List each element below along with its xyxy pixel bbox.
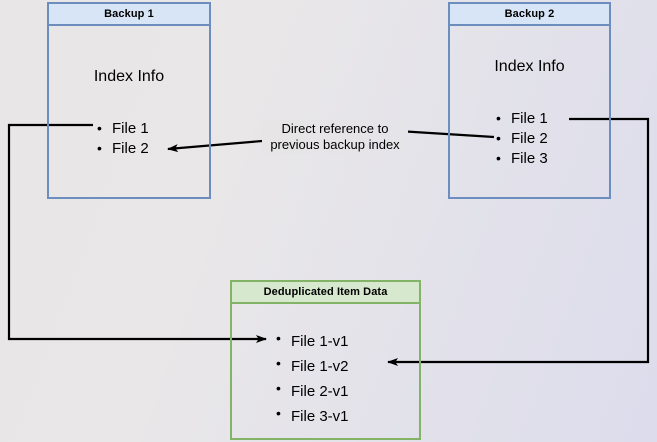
list-item: File 3: [494, 148, 548, 169]
edge-label-line-2: previous backup index: [270, 137, 400, 152]
backup2-box: Backup 2 Index Info File 1 File 2 File 3: [448, 2, 611, 199]
list-item: File 2: [95, 138, 149, 159]
backup1-box: Backup 1 Index Info File 1 File 2: [47, 2, 211, 199]
list-item: File 2: [494, 128, 548, 149]
list-item: File 1: [494, 108, 548, 129]
list-item: File 1-v1: [274, 328, 349, 354]
list-item: File 3-v1: [274, 403, 349, 429]
list-item: File 2-v1: [274, 378, 349, 404]
list-item: File 1-v2: [274, 353, 349, 379]
backup1-header: Backup 1: [49, 4, 209, 26]
backup2-index-info-label: Index Info: [494, 58, 565, 75]
backup2-file-list: File 1 File 2 File 3: [494, 108, 548, 169]
dedup-box: Deduplicated Item Data File 1-v1 File 1-…: [230, 280, 421, 440]
edge-label-direct-reference: Direct reference to previous backup inde…: [262, 120, 408, 154]
backup1-file-list: File 1 File 2: [95, 118, 149, 159]
backup1-body: Index Info File 1 File 2: [49, 26, 209, 197]
dedup-header: Deduplicated Item Data: [232, 282, 419, 304]
backup1-index-info-label: Index Info: [93, 68, 165, 85]
dedup-file-list: File 1-v1 File 1-v2 File 2-v1 File 3-v1: [274, 328, 349, 429]
list-item: File 1: [95, 118, 149, 139]
backup2-body: Index Info File 1 File 2 File 3: [450, 26, 609, 197]
dedup-body: File 1-v1 File 1-v2 File 2-v1 File 3-v1: [232, 304, 419, 438]
edge-label-line-1: Direct reference to: [281, 121, 389, 136]
backup2-header: Backup 2: [450, 4, 609, 26]
